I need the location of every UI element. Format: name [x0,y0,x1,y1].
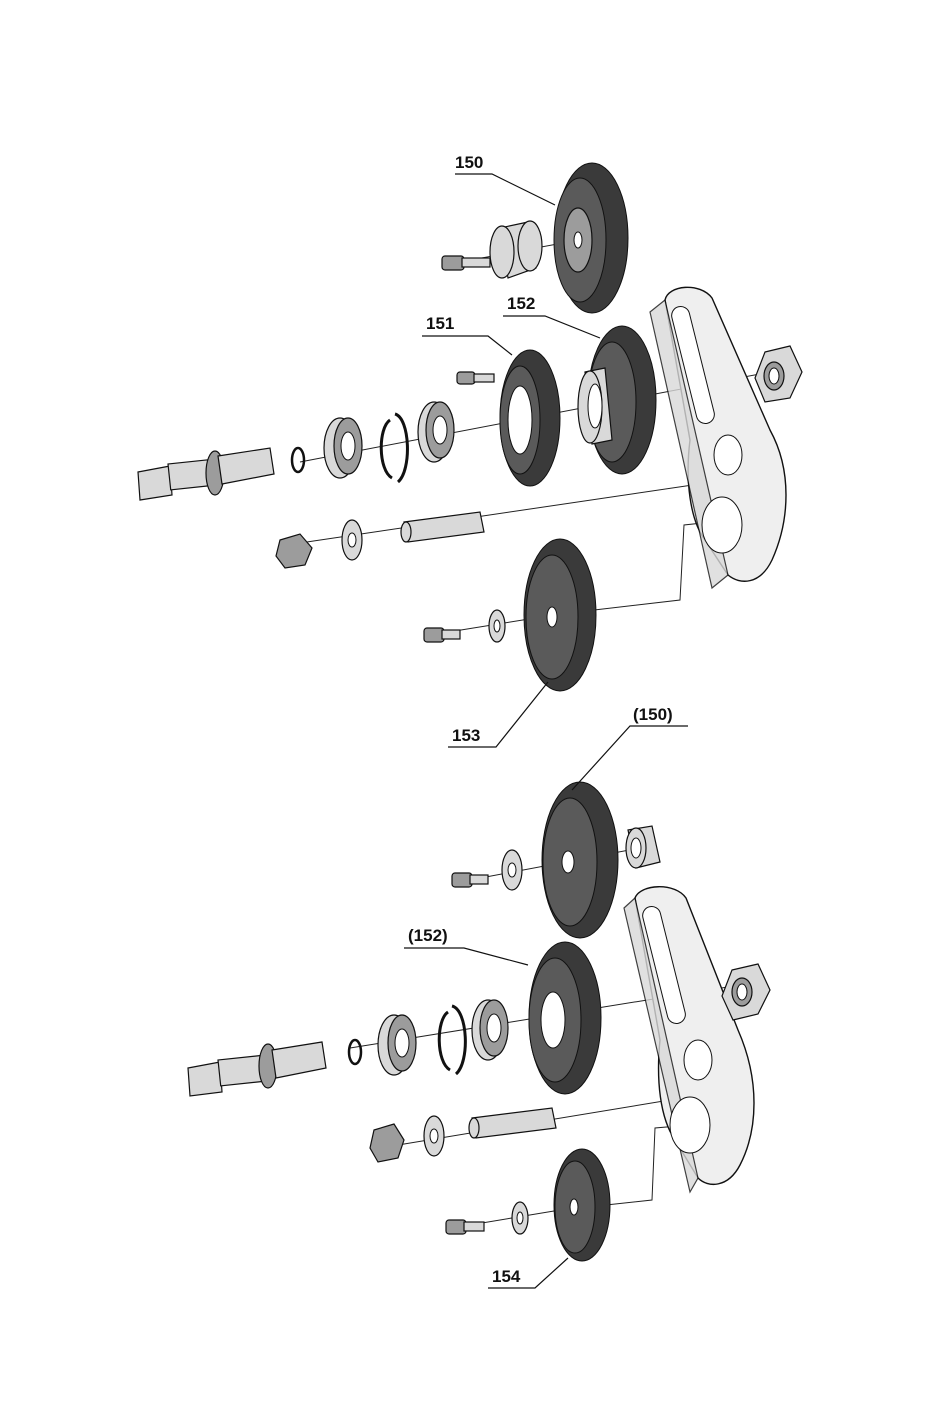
nut-lower-left [370,1124,404,1162]
washer-153 [489,610,505,642]
lower-assembly: (150) (152) 154 [188,705,770,1288]
label-154: 154 [488,1258,568,1288]
nut-upper-right [755,346,802,402]
label-150: 150 [455,153,555,205]
label-152-ref: (152) [404,926,528,965]
label-153: 153 [448,682,548,747]
gear-154 [554,1149,610,1261]
gear-150 [554,163,628,313]
gear-153 [524,539,596,691]
svg-text:150: 150 [455,153,483,172]
gear-151 [500,350,560,486]
gear-152 [578,326,656,474]
spacer-150-ref [626,826,660,868]
bearing-upper-1 [324,418,362,478]
svg-text:(152): (152) [408,926,448,945]
svg-text:153: 153 [452,726,480,745]
label-151: 151 [422,314,512,355]
washer-150-ref [502,850,522,890]
washer-154 [512,1202,528,1234]
upper-assembly: 150 151 152 153 [138,153,802,747]
circlip-upper [381,414,407,482]
quadrant-plate-upper [650,287,786,588]
quadrant-plate-lower [624,887,754,1192]
gear-150-ref [542,782,618,938]
svg-text:151: 151 [426,314,454,333]
ring-upper [292,448,304,472]
label-150-ref: (150) [572,705,688,790]
bolt-153 [424,628,460,642]
svg-text:152: 152 [507,294,535,313]
bolt-150 [442,256,490,270]
svg-text:154: 154 [492,1267,521,1286]
shaft-upper [138,448,274,500]
circlip-lower [439,1006,465,1074]
gear-152-ref [529,942,601,1094]
washer-upper [342,520,362,560]
stud-upper [401,512,484,542]
washer-lower [424,1116,444,1156]
bolt-150-ref [452,873,488,887]
shaft-lower [188,1042,326,1096]
bolt-154 [446,1220,484,1234]
nut-lower-right [722,964,770,1020]
screw-151 [457,372,494,384]
nut-upper-left [276,534,312,568]
svg-text:(150): (150) [633,705,673,724]
stud-lower [469,1108,556,1138]
bearing-upper-2 [418,402,454,462]
bearing-lower-1 [378,1015,416,1075]
bearing-lower-2 [472,1000,508,1060]
spacer-150 [490,221,542,278]
ring-lower [349,1040,361,1064]
